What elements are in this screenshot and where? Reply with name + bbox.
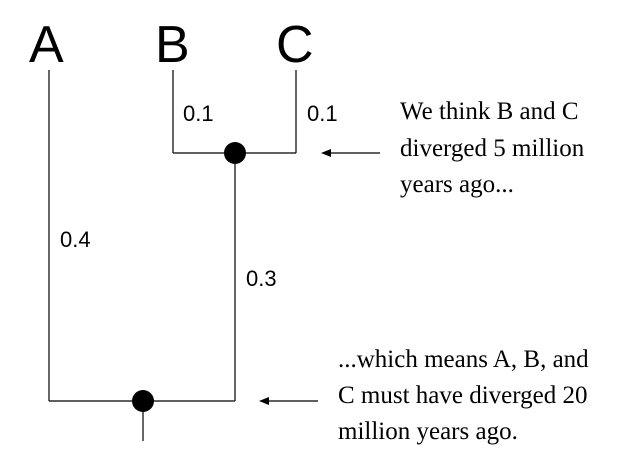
bc-divergence-node bbox=[224, 142, 246, 164]
branch-length-a: 0.4 bbox=[60, 227, 91, 252]
lower-annotation-line-2: C must have diverged 20 bbox=[338, 382, 588, 409]
upper-annotation-line-1: We think B and C bbox=[400, 98, 579, 125]
lower-annotation-line-1: ...which means A, B, and bbox=[338, 346, 589, 373]
root-divergence-node bbox=[132, 390, 154, 412]
branch-length-b: 0.1 bbox=[183, 101, 214, 126]
arrow-to-bc-node bbox=[321, 149, 380, 157]
lower-annotation-line-3: million years ago. bbox=[338, 418, 518, 445]
taxon-label-b: B bbox=[155, 16, 190, 74]
upper-annotation-line-2: diverged 5 million bbox=[400, 135, 585, 162]
branch-length-c: 0.1 bbox=[307, 101, 338, 126]
taxon-label-c: C bbox=[276, 16, 314, 74]
branch-length-bc-internal: 0.3 bbox=[246, 266, 277, 291]
upper-annotation-line-3: years ago... bbox=[400, 171, 514, 198]
taxon-label-a: A bbox=[29, 16, 64, 74]
arrow-to-root-node bbox=[259, 397, 318, 405]
